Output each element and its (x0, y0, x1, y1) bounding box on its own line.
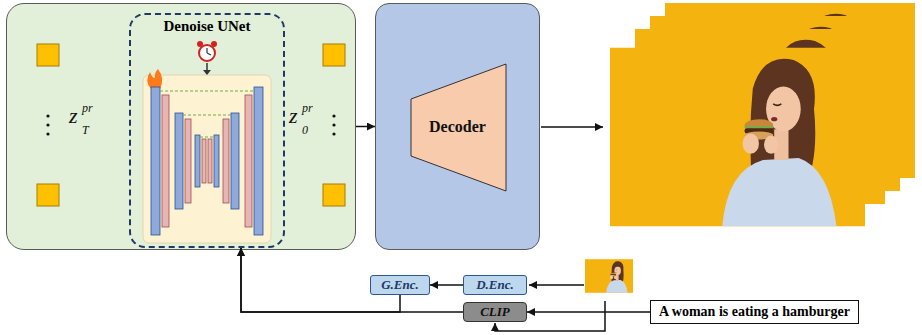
connector-arrow (527, 311, 650, 313)
unet-layer (185, 119, 191, 203)
node-label: G.Enc. (381, 277, 419, 292)
node-label: T (82, 123, 89, 137)
latent-square (37, 44, 59, 66)
unet-layer (175, 113, 183, 209)
node-label: A woman is eating a hamburger (659, 304, 850, 319)
clock-icon (199, 45, 215, 61)
unet-layer (254, 87, 263, 235)
latent-symbol: 0 (302, 124, 308, 136)
encoder-box: D.Enc. (463, 275, 527, 295)
clock-bell (197, 41, 203, 47)
ellipsis-dot (332, 114, 335, 117)
latent-symbol: z (289, 105, 298, 127)
output-arrow (541, 126, 603, 128)
connector-arrow (356, 126, 375, 128)
diffusion-panel: zprTzpr0Denoise UNet (6, 3, 356, 250)
unet-layer (245, 95, 252, 227)
unet-illustration (131, 15, 283, 246)
trainable-icon (147, 69, 162, 89)
node-label: CLIP (480, 304, 510, 319)
timestep-arrow-head (203, 70, 211, 75)
connector-arrow (241, 248, 463, 312)
unet-layer (231, 113, 239, 209)
connector-arrow (241, 248, 400, 312)
ellipsis-dot (46, 132, 49, 135)
ellipsis-dot (46, 123, 49, 126)
clip-box: CLIP (463, 302, 527, 322)
input-image (585, 259, 633, 293)
unet-layer (208, 139, 212, 183)
node-label: Decoder (429, 118, 486, 136)
node-label: z (289, 103, 298, 128)
unet-layer (214, 135, 219, 187)
node-label: D.Enc. (476, 277, 514, 292)
node-label: 0 (302, 123, 308, 137)
latent-square (323, 184, 345, 206)
clock-hands (207, 48, 211, 55)
node-label: pr (82, 101, 93, 115)
node-label: pr (302, 101, 313, 115)
skip-connection (160, 90, 254, 91)
connector-arrow (430, 284, 463, 286)
ellipsis-dot (332, 132, 335, 135)
encoder-box: G.Enc. (370, 275, 430, 295)
output-image (610, 48, 865, 227)
clock-bell (211, 41, 217, 47)
unet-layer (195, 135, 200, 187)
decoder-trapezoid (411, 64, 506, 191)
latent-symbol: pr (82, 102, 93, 114)
decoder-panel: Decoder (375, 3, 540, 250)
ellipsis-dot (332, 123, 335, 126)
timestep-arrow (206, 63, 208, 70)
unet-layer (202, 139, 206, 183)
unet-layer (151, 87, 160, 235)
node-label: Denoise UNet (163, 18, 250, 35)
latent-symbol: pr (302, 102, 313, 114)
unet-background (143, 75, 271, 243)
latent-square (37, 184, 59, 206)
node-label: z (69, 103, 78, 128)
skip-connection (183, 114, 231, 115)
prompt-box: A woman is eating a hamburger (650, 300, 859, 324)
skip-connection (200, 136, 214, 137)
unet-layer (162, 95, 169, 227)
latent-symbol: z (69, 105, 78, 127)
unet-box: Denoise UNet (129, 13, 285, 248)
image-arrow (529, 284, 584, 286)
latent-symbol: T (82, 124, 89, 136)
latent-square (323, 44, 345, 66)
unet-layer (223, 119, 229, 203)
ellipsis-dot (46, 114, 49, 117)
